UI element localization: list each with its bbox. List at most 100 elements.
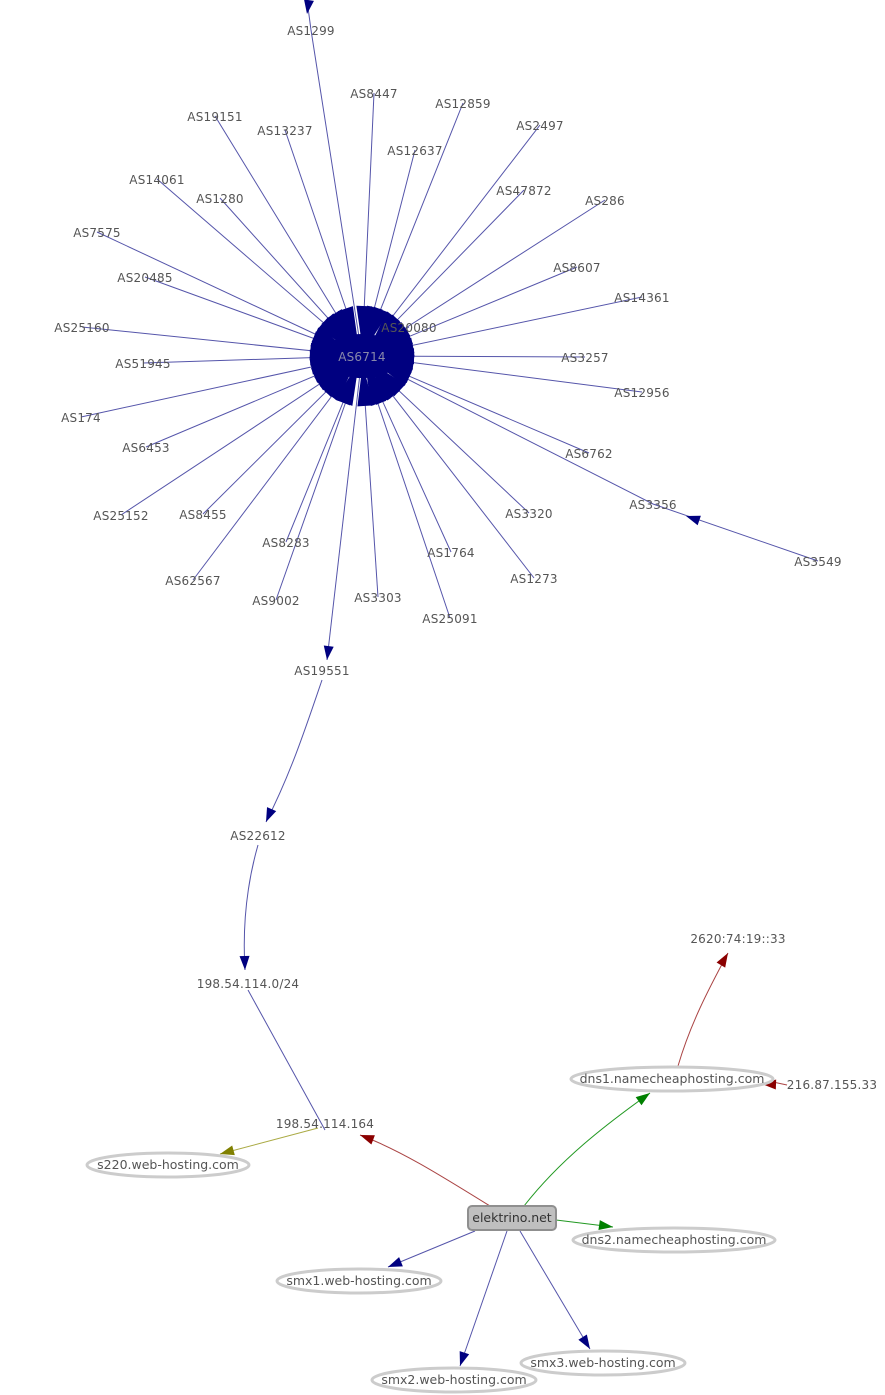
as-node-label[interactable]: AS19551 bbox=[294, 664, 349, 678]
hub-arrowhead-cluster bbox=[309, 305, 415, 407]
ip-arrow bbox=[360, 1135, 375, 1145]
as-arrow bbox=[304, 0, 314, 14]
hub-arrowhead bbox=[364, 305, 383, 349]
as-node-label[interactable]: AS51945 bbox=[115, 357, 170, 371]
hub-arrowhead bbox=[321, 313, 356, 351]
hub-arrowhead bbox=[337, 363, 359, 406]
as-node-label[interactable]: AS25160 bbox=[54, 321, 109, 335]
as-node-label[interactable]: AS47872 bbox=[496, 184, 551, 198]
mx-edge bbox=[387, 1230, 476, 1268]
host-label-dns1[interactable]: dns1.namecheaphosting.com bbox=[580, 1071, 765, 1086]
as-edge bbox=[306, 0, 363, 357]
as-node-label[interactable]: AS1299 bbox=[287, 24, 335, 38]
host-node-dns2[interactable] bbox=[571, 1226, 777, 1254]
ipv6-node-label[interactable]: 2620:74:19::33 bbox=[690, 932, 785, 946]
as-node-label[interactable]: AS6762 bbox=[565, 447, 613, 461]
as-node-label[interactable]: AS13237 bbox=[257, 124, 312, 138]
as-node-label[interactable]: AS12956 bbox=[614, 386, 669, 400]
ip-arrow bbox=[716, 953, 728, 968]
hub-arrowhead bbox=[324, 362, 356, 401]
ip-edge bbox=[677, 952, 729, 1067]
as-node-label[interactable]: AS25152 bbox=[93, 509, 148, 523]
hub-arrowhead bbox=[368, 362, 401, 401]
hub-arrowhead bbox=[368, 314, 404, 351]
host-node-smx1[interactable] bbox=[275, 1267, 443, 1295]
host-label-smx2[interactable]: smx2.web-hosting.com bbox=[381, 1372, 526, 1387]
mx-arrow bbox=[459, 1351, 470, 1366]
as-node-label[interactable]: AS9002 bbox=[252, 594, 300, 608]
as-edge bbox=[326, 355, 363, 661]
host-node-smx3[interactable] bbox=[519, 1349, 687, 1377]
a-edge bbox=[219, 1127, 319, 1155]
prefix-node-label[interactable]: 198.54.114.0/24 bbox=[197, 977, 299, 991]
as-node-label[interactable]: AS22612 bbox=[230, 829, 285, 843]
host-label-s220[interactable]: s220.web-hosting.com bbox=[97, 1157, 239, 1172]
as-edge bbox=[243, 844, 259, 971]
hub-arrowhead bbox=[357, 363, 374, 407]
as-node-label[interactable]: AS8447 bbox=[350, 87, 398, 101]
hub-arrowhead bbox=[311, 327, 353, 353]
as-edge bbox=[652, 503, 819, 562]
host-node-s220[interactable] bbox=[85, 1151, 251, 1179]
as-node-label[interactable]: AS14061 bbox=[129, 173, 184, 187]
as-node-label[interactable]: AS25091 bbox=[422, 612, 477, 626]
hub-arrowhead bbox=[365, 306, 389, 349]
as-node-label[interactable]: AS14361 bbox=[614, 291, 669, 305]
hub-arrowhead bbox=[371, 354, 415, 371]
as-node-label[interactable]: AS174 bbox=[61, 411, 101, 425]
as-node-label[interactable]: AS3303 bbox=[354, 591, 402, 605]
ns-edge bbox=[523, 1092, 651, 1207]
as-arrow bbox=[323, 645, 334, 660]
as-node-label[interactable]: AS3356 bbox=[629, 498, 677, 512]
as-node-label[interactable]: AS1280 bbox=[196, 192, 244, 206]
as-node-label-hub[interactable]: AS6714 bbox=[338, 350, 386, 364]
ns-arrow bbox=[598, 1220, 613, 1230]
mx-edge bbox=[459, 1230, 508, 1367]
as-node-label[interactable]: AS19151 bbox=[187, 110, 242, 124]
ip-edge bbox=[359, 1134, 491, 1207]
hub-arrowhead bbox=[370, 322, 411, 352]
as-arrow bbox=[266, 807, 277, 822]
as-node-label[interactable]: AS3549 bbox=[794, 555, 842, 569]
as-node-label[interactable]: AS6453 bbox=[122, 441, 170, 455]
as-node-label[interactable]: AS8607 bbox=[553, 261, 601, 275]
mx-arrow bbox=[388, 1257, 403, 1267]
as-node-label[interactable]: AS62567 bbox=[165, 574, 220, 588]
as-edge bbox=[361, 355, 654, 505]
as-node-label[interactable]: AS3320 bbox=[505, 507, 553, 521]
as-node-label[interactable]: AS8455 bbox=[179, 508, 227, 522]
as-node-label[interactable]: AS20080 bbox=[381, 321, 436, 335]
as-node-label[interactable]: AS20485 bbox=[117, 271, 172, 285]
host-label-smx3[interactable]: smx3.web-hosting.com bbox=[530, 1355, 675, 1370]
host-node-dns1[interactable] bbox=[569, 1065, 775, 1093]
host-node-smx2[interactable] bbox=[370, 1366, 538, 1394]
host-label-smx1[interactable]: smx1.web-hosting.com bbox=[286, 1273, 431, 1288]
as-node-label[interactable]: AS7575 bbox=[73, 226, 121, 240]
ip-dns1-node-label[interactable]: 216.87.155.33 bbox=[787, 1078, 877, 1092]
hub-arrowhead bbox=[365, 363, 387, 406]
arrow-layer bbox=[220, 0, 777, 1366]
as-node-label[interactable]: AS8283 bbox=[262, 536, 310, 550]
as-node-label[interactable]: AS1273 bbox=[510, 572, 558, 586]
mx-edge bbox=[519, 1230, 591, 1350]
as-node-label[interactable]: AS12637 bbox=[387, 144, 442, 158]
as-node-label[interactable]: AS3257 bbox=[561, 351, 609, 365]
ns-arrow bbox=[635, 1093, 650, 1106]
host-label-dns2[interactable]: dns2.namecheaphosting.com bbox=[582, 1232, 767, 1247]
as-edge bbox=[265, 679, 323, 823]
as-node-label[interactable]: AS12859 bbox=[435, 97, 490, 111]
hub-arrowhead bbox=[370, 359, 412, 386]
as-node-label[interactable]: AS2497 bbox=[516, 119, 564, 133]
ip-arrow bbox=[762, 1079, 777, 1090]
root-domain-label[interactable]: elektrino.net bbox=[472, 1210, 552, 1225]
as-arrow bbox=[239, 955, 250, 970]
root-domain-node[interactable] bbox=[467, 1205, 557, 1231]
ip-node-label[interactable]: 198.54.114.164 bbox=[276, 1117, 374, 1131]
as-node-label[interactable]: AS1764 bbox=[427, 546, 475, 560]
as-arrow bbox=[686, 515, 701, 526]
label-layer: AS1299 AS8447 AS19151 AS12859 AS13237 AS… bbox=[54, 24, 877, 1387]
mx-arrow bbox=[578, 1334, 590, 1349]
node-shape-layer bbox=[85, 1065, 777, 1394]
as-node-label[interactable]: AS286 bbox=[585, 194, 625, 208]
